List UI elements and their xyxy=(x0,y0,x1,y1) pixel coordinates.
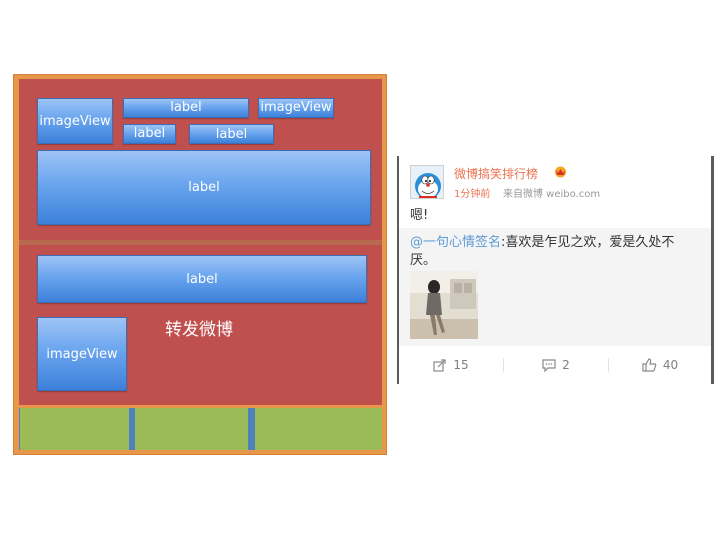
toolbar-section xyxy=(19,408,382,450)
retweet-image-view-box: imageView xyxy=(37,317,127,391)
retweet-section: label imageView 转发微博 xyxy=(19,245,382,405)
vip-image-view-label: imageView xyxy=(260,100,332,115)
retweet-area[interactable]: @一句心情签名:喜欢是乍见之欢，爱是久处不厌。 xyxy=(399,228,711,346)
retweet-author-mention[interactable]: @一句心情签名 xyxy=(410,235,502,250)
vip-image-view-box: imageView xyxy=(258,98,334,118)
repost-count: 15 xyxy=(453,358,469,372)
crown-badge-icon xyxy=(555,166,566,178)
avatar-image-view-label: imageView xyxy=(39,113,111,129)
repost-button[interactable]: 15 xyxy=(399,348,503,382)
retweet-label-text: label xyxy=(186,271,218,287)
retweet-image[interactable] xyxy=(410,271,478,339)
post-source[interactable]: 来自微博 weibo.com xyxy=(503,189,601,200)
username-link[interactable]: 微博搞笑排行榜 xyxy=(454,167,539,181)
time-label-box: label xyxy=(123,124,176,144)
retweet-photo-icon xyxy=(410,271,478,339)
retweet-content: @一句心情签名:喜欢是乍见之欢，爱是久处不厌。 xyxy=(410,234,700,270)
repost-icon xyxy=(433,358,446,372)
thumbs-up-icon xyxy=(642,358,657,372)
toolbar-cell-repost xyxy=(20,408,129,450)
comment-icon xyxy=(542,358,556,372)
cell-layout-wireframe: imageView label imageView label label la… xyxy=(13,74,387,455)
like-count: 40 xyxy=(662,358,679,372)
weibo-card: 微博搞笑排行榜 1分钟前 来自微博 weibo.com 嗯! @一句心情签名:喜… xyxy=(397,156,714,384)
comment-button[interactable]: 2 xyxy=(504,348,608,382)
section-divider xyxy=(19,240,382,245)
toolbar-cell-like xyxy=(255,408,382,450)
source-label-box: label xyxy=(189,124,274,144)
source-label-text: label xyxy=(215,126,248,142)
avatar-image-view-box: imageView xyxy=(37,98,113,144)
retweet-caption: 转发微博 xyxy=(165,320,233,340)
action-separator xyxy=(503,358,504,372)
comment-count: 2 xyxy=(562,358,570,372)
retweet-image-view-label: imageView xyxy=(46,346,118,362)
retweet-body-text: :喜欢是乍见之欢，爱是久处不厌。 xyxy=(410,235,675,268)
retweet-label-box: label xyxy=(37,255,367,303)
time-label-text: label xyxy=(133,126,166,141)
toolbar-cell-comment xyxy=(135,408,248,450)
original-weibo-section: imageView label imageView label label la… xyxy=(19,79,382,240)
doraemon-avatar-icon xyxy=(411,166,443,198)
post-time: 1分钟前 xyxy=(454,189,491,200)
action-bar: 15 2 40 xyxy=(399,348,711,382)
name-label-text: label xyxy=(170,100,202,115)
like-button[interactable]: 40 xyxy=(609,348,711,382)
content-label-text: label xyxy=(188,180,220,195)
action-separator xyxy=(608,358,609,372)
avatar[interactable] xyxy=(410,165,444,199)
content-label-box: label xyxy=(37,150,371,225)
name-label-box: label xyxy=(123,98,249,118)
post-content: 嗯! xyxy=(410,208,429,223)
